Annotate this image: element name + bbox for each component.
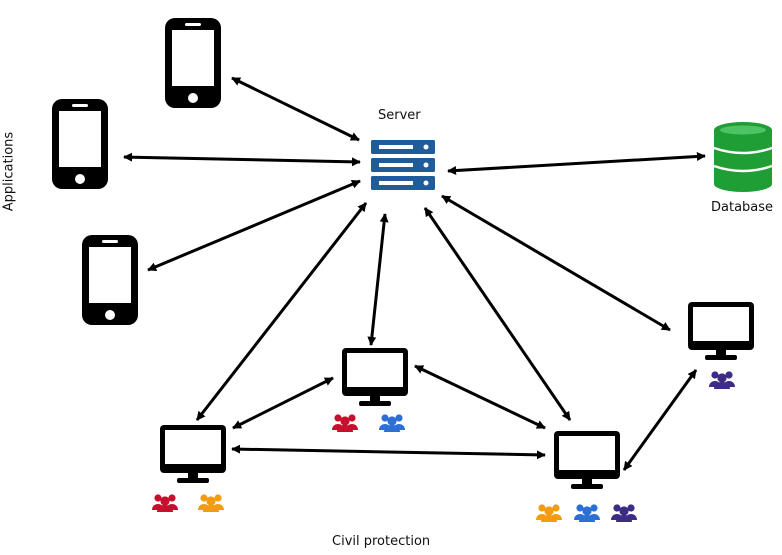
link-phone2-server <box>123 152 361 167</box>
link-monitor-left-bottom-right <box>231 444 546 460</box>
link-phone3-server <box>147 179 361 272</box>
link-monitor-bottom-right-far-right <box>622 369 698 471</box>
user-group-icon <box>536 504 562 522</box>
monitor-icon <box>160 425 226 483</box>
user-group-icon <box>574 504 600 522</box>
user-group-icon <box>379 414 405 432</box>
connection-lines <box>123 76 706 471</box>
link-server-monitor-center <box>367 213 389 346</box>
user-group-icon <box>198 494 224 512</box>
server-icon <box>371 140 435 190</box>
database-icon <box>713 122 773 192</box>
monitor-icon <box>688 302 754 360</box>
link-monitor-center-bottom-right <box>414 364 546 430</box>
applications-label: Applications <box>1 131 17 212</box>
link-server-monitor-far-right <box>441 194 671 332</box>
smartphone-icon <box>82 235 138 325</box>
smartphone-icon <box>165 18 221 108</box>
link-phone1-server <box>231 76 360 142</box>
civil-protection-label: Civil protection <box>332 534 431 549</box>
monitor-icon <box>342 348 408 406</box>
user-group-icon <box>611 504 637 522</box>
server-label: Server <box>378 108 421 123</box>
database-label: Database <box>711 200 774 215</box>
user-group-icon <box>332 414 358 432</box>
link-server-database <box>447 151 706 176</box>
link-monitor-left-center <box>232 376 334 430</box>
link-server-monitor-bottom-right <box>423 207 572 421</box>
user-group-icon <box>152 494 178 512</box>
monitor-icon <box>554 431 620 489</box>
user-group-icon <box>709 371 735 389</box>
smartphone-icon <box>52 99 108 189</box>
link-server-monitor-left <box>195 202 368 421</box>
